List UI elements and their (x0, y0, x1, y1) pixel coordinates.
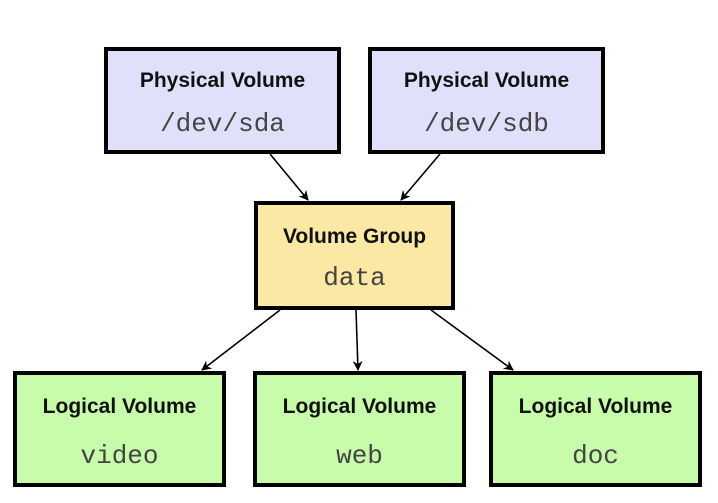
physical-volume-sda: Physical Volume /dev/sda (104, 47, 341, 154)
physical-volume-title: Physical Volume (403, 69, 570, 92)
arrow-data-to-doc (430, 309, 514, 371)
logical-volume-title: Logical Volume (42, 395, 197, 418)
logical-volume-name: web (336, 441, 383, 471)
logical-volume-name: doc (572, 441, 619, 471)
logical-volume-name: video (80, 441, 159, 471)
physical-volume-name: /dev/sdb (424, 109, 549, 139)
physical-volume-sdb: Physical Volume /dev/sdb (368, 47, 605, 154)
arrow-sda-to-data (269, 153, 309, 201)
logical-volume-web: Logical Volume web (253, 371, 466, 487)
physical-volume-name: /dev/sda (160, 109, 285, 139)
volume-group-data: Volume Group data (254, 201, 455, 310)
arrow-data-to-video (201, 309, 281, 371)
logical-volume-video: Logical Volume video (13, 371, 226, 487)
volume-group-name: data (323, 263, 386, 293)
volume-group-title: Volume Group (282, 225, 427, 248)
logical-volume-doc: Logical Volume doc (489, 371, 702, 487)
physical-volume-title: Physical Volume (139, 69, 306, 92)
logical-volume-title: Logical Volume (282, 395, 437, 418)
logical-volume-title: Logical Volume (518, 395, 673, 418)
arrow-data-to-web (352, 309, 363, 371)
arrow-sdb-to-data (400, 153, 441, 201)
